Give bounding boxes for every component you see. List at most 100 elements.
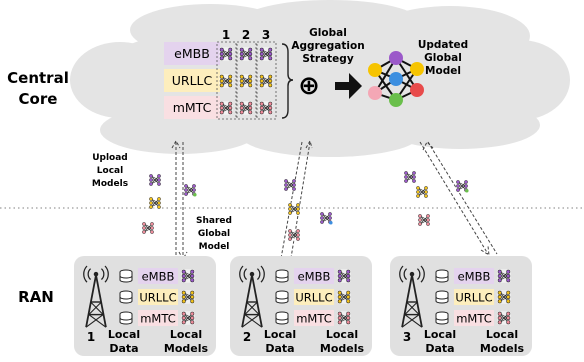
model-icon: [417, 213, 431, 227]
model-icon: [283, 178, 297, 192]
slice-highlight: [454, 268, 494, 284]
model-icon: [259, 47, 273, 61]
local-data-label: Data: [425, 342, 454, 355]
local-models-label: Local: [486, 328, 518, 341]
updated-model-label: Model: [425, 65, 461, 77]
slice-highlight: [454, 289, 494, 305]
database-icon: [435, 269, 449, 283]
model-icon: [337, 311, 351, 325]
ran-label: RAN: [18, 288, 54, 306]
model-icon: [337, 290, 351, 304]
local-data-label: Local: [108, 328, 140, 341]
model-icon: [497, 311, 511, 325]
model-icon: [219, 74, 233, 88]
database-icon: [435, 290, 449, 304]
strategy-label: Global: [309, 27, 347, 39]
model-icon: [259, 101, 273, 115]
database-icon: [275, 311, 289, 325]
database-icon: [275, 290, 289, 304]
upload-label: Models: [92, 179, 128, 189]
model-icon: [239, 101, 253, 115]
database-icon: [119, 311, 133, 325]
global-model-network-icon: [368, 51, 424, 107]
model-icon: [181, 290, 195, 304]
table-slice-label: mMTC: [173, 100, 212, 115]
database-icon: [119, 290, 133, 304]
central-core-label: Central: [7, 69, 69, 87]
local-data-label: Data: [109, 342, 138, 355]
slice-label: mMTC: [296, 312, 332, 326]
model-icon: [287, 202, 301, 216]
strategy-label: Aggregation: [291, 40, 364, 52]
central-core-label: Core: [19, 90, 58, 108]
arrow-right-icon: [335, 73, 362, 99]
updated-model-label: Updated: [418, 39, 468, 51]
slice-highlight: [138, 310, 178, 326]
model-icon: [497, 269, 511, 283]
model-icon: [455, 179, 469, 193]
slice-highlight: [138, 268, 178, 284]
model-icon: [141, 221, 155, 235]
updated-model-label: Global: [424, 52, 462, 64]
model-icon: [259, 74, 273, 88]
shared-label: Global: [198, 229, 230, 239]
table-column-header: 2: [242, 28, 250, 42]
slice-label: mMTC: [456, 312, 492, 326]
slice-highlight: [294, 310, 334, 326]
slice-highlight: [454, 310, 494, 326]
slice-highlight: [294, 289, 334, 305]
database-icon: [435, 311, 449, 325]
model-icon: [239, 74, 253, 88]
station-number: 2: [243, 330, 251, 344]
model-icon: [403, 170, 417, 184]
model-icon: [219, 47, 233, 61]
slice-label: eMBB: [142, 270, 175, 284]
local-models-label: Local: [170, 328, 202, 341]
model-icon: [319, 211, 333, 225]
table-model-icons: [219, 47, 273, 115]
station-number: 3: [403, 330, 411, 344]
model-icon: [239, 47, 253, 61]
local-models-label: Models: [320, 342, 365, 355]
table-slice-label: URLLC: [172, 73, 213, 88]
strategy-label: Strategy: [302, 53, 354, 65]
shared-label: Shared: [196, 216, 232, 226]
model-icon: [337, 269, 351, 283]
local-models-label: Local: [326, 328, 358, 341]
local-data-label: Data: [265, 342, 294, 355]
slice-label: eMBB: [458, 270, 491, 284]
model-icon: [148, 173, 162, 187]
station-number: 1: [87, 330, 95, 344]
database-icon: [119, 269, 133, 283]
database-icon: [275, 269, 289, 283]
upload-label: Local: [97, 166, 123, 176]
local-data-label: Local: [424, 328, 456, 341]
slice-label: URLLC: [455, 291, 492, 305]
central-cloud: [70, 0, 570, 157]
slice-label: eMBB: [298, 270, 331, 284]
table-column-header: 1: [222, 28, 230, 42]
slice-label: mMTC: [140, 312, 176, 326]
upload-label: Upload: [92, 153, 128, 163]
slice-highlight: [294, 268, 334, 284]
local-models-label: Models: [480, 342, 525, 355]
model-icon: [219, 101, 233, 115]
floating-model-icons: [141, 170, 469, 242]
slice-highlight: [138, 289, 178, 305]
model-icon: [287, 228, 301, 242]
model-icon: [181, 269, 195, 283]
aggregation-table: eMBB URLLC mMTC 1 2 3: [164, 28, 294, 120]
aggregation-plus-icon: ⊕: [298, 71, 320, 101]
shared-label: Model: [199, 242, 230, 252]
model-icon: [183, 183, 197, 197]
model-icon: [148, 196, 162, 210]
slice-label: URLLC: [295, 291, 332, 305]
table-slice-label: eMBB: [174, 46, 210, 61]
model-icon: [497, 290, 511, 304]
